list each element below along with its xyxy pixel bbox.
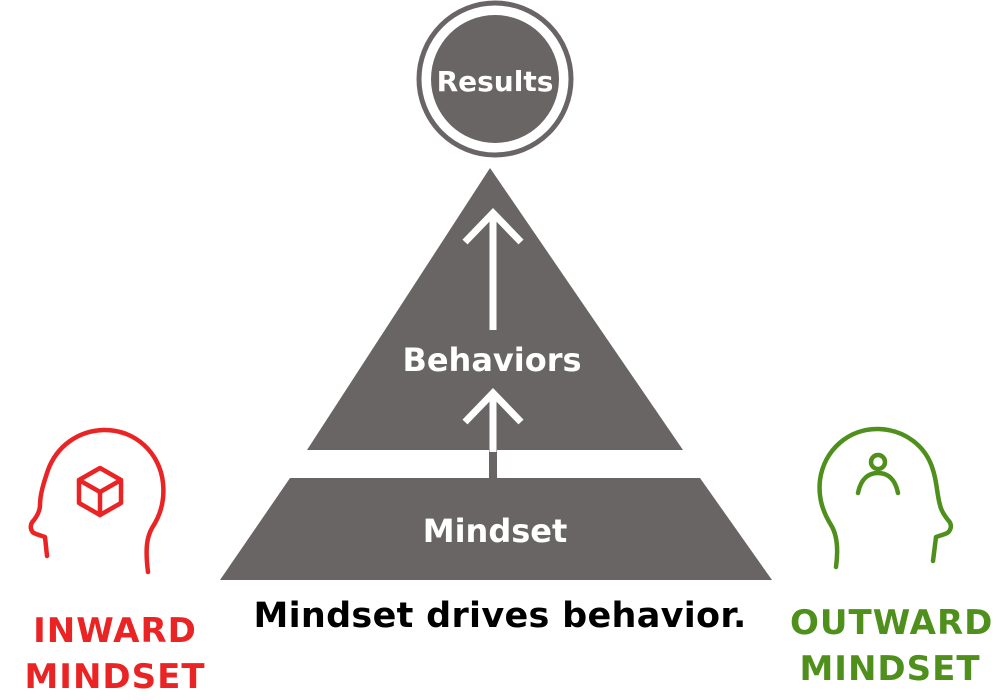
results-node: Results bbox=[416, 0, 574, 158]
outward-mindset-label: OUTWARD MINDSET bbox=[790, 600, 994, 692]
behaviors-label: Behaviors bbox=[402, 341, 581, 379]
arrow-up-icon bbox=[462, 387, 524, 480]
inward-line1: INWARD bbox=[33, 611, 197, 651]
outward-line2: MINDSET bbox=[799, 649, 981, 689]
person-icon bbox=[855, 452, 901, 496]
cube-icon bbox=[76, 465, 124, 518]
arrow-up-icon bbox=[462, 207, 524, 330]
outward-head-icon bbox=[817, 426, 954, 570]
mindset-label: Mindset bbox=[423, 512, 568, 550]
mindset-tier: Mindset bbox=[220, 478, 772, 580]
inward-head-icon bbox=[28, 427, 166, 575]
inward-line2: MINDSET bbox=[24, 657, 206, 697]
results-label: Results bbox=[437, 65, 554, 98]
inward-mindset-label: INWARD MINDSET bbox=[20, 608, 210, 700]
caption: Mindset drives behavior. bbox=[253, 596, 747, 636]
outward-line1: OUTWARD bbox=[790, 603, 994, 643]
